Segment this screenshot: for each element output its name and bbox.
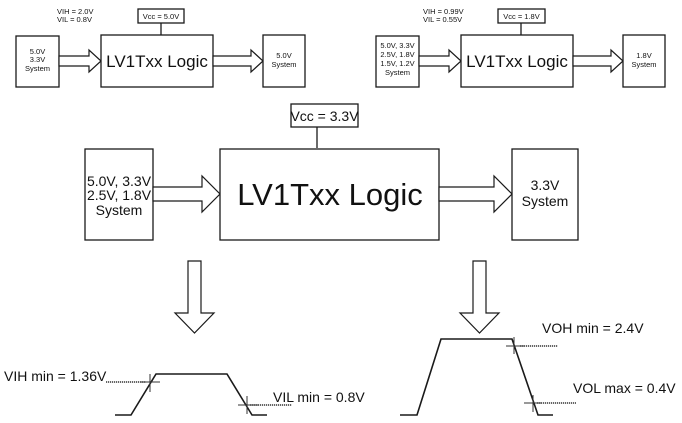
output-waveform-trace	[400, 338, 553, 416]
vol-max-label: VOL max = 0.4V	[573, 380, 676, 396]
main-vcc-label: Vcc = 3.3V	[290, 108, 359, 124]
main-output-line-2: System	[522, 193, 569, 209]
top-right-vcc-label: Vcc = 1.8V	[503, 12, 539, 21]
top-left-vcc-label: Vcc = 5.0V	[143, 12, 179, 21]
top-left-logic-label: LV1Txx Logic	[106, 52, 208, 71]
main-input-line-1: 5.0V, 3.3V	[87, 173, 152, 189]
top-right-input-arrow	[418, 48, 462, 74]
main-vcc-box	[290, 103, 359, 128]
input-waveform-trace	[115, 373, 267, 416]
top-left-input-line-3: System	[25, 64, 50, 73]
top-left-output-line-1: 5.0V	[276, 51, 291, 60]
top-right-input-line-4: System	[385, 68, 410, 77]
voh-min-label: VOH min = 2.4V	[542, 320, 644, 336]
top-right-output-arrow	[572, 48, 624, 74]
top-left-output-system-box	[262, 34, 306, 88]
top-left-diagram: VIH = 2.0V VIL = 0.8V Vcc = 5.0V 5.0V 3.…	[15, 7, 306, 88]
top-left-input-line-1: 5.0V	[30, 47, 45, 56]
top-left-input-line-2: 3.3V	[30, 55, 45, 64]
output-waveform: VOH min = 2.4V VOL max = 0.4V	[400, 320, 676, 416]
main-input-line-2: 2.5V, 1.8V	[87, 187, 152, 203]
main-output-line-1: 3.3V	[531, 177, 560, 193]
main-input-system-box	[84, 148, 154, 241]
top-left-vil: VIL = 0.8V	[57, 15, 92, 24]
top-right-output-line-1: 1.8V	[636, 51, 651, 60]
output-down-arrow	[458, 260, 501, 334]
top-right-logic-label: LV1Txx Logic	[466, 52, 568, 71]
top-right-input-line-3: 1.5V, 1.2V	[380, 59, 414, 68]
top-left-input-arrow	[58, 48, 102, 74]
main-input-arrow	[152, 174, 221, 214]
top-right-vil: VIL = 0.55V	[423, 15, 462, 24]
top-right-vih: VIH = 0.99V	[423, 7, 464, 16]
main-input-line-3: System	[96, 202, 143, 218]
main-logic-label: LV1Txx Logic	[237, 177, 423, 212]
top-right-output-line-2: System	[631, 60, 656, 69]
top-left-output-line-2: System	[271, 60, 296, 69]
input-down-arrow	[173, 260, 216, 334]
main-output-arrow	[438, 174, 513, 214]
vil-min-label: VIL min = 0.8V	[273, 389, 365, 405]
top-right-diagram: VIH = 0.99V VIL = 0.55V Vcc = 1.8V 5.0V,…	[375, 7, 666, 88]
top-right-input-line-2: 2.5V, 1.8V	[380, 50, 414, 59]
top-right-input-system-box	[375, 35, 420, 88]
main-diagram: Vcc = 3.3V 5.0V, 3.3V 2.5V, 1.8V System …	[84, 103, 579, 241]
top-right-logic-box	[460, 34, 574, 88]
top-left-vih: VIH = 2.0V	[57, 7, 93, 16]
top-left-output-arrow	[212, 48, 264, 74]
top-left-input-system-box	[15, 35, 60, 88]
main-output-system-box	[511, 148, 579, 241]
main-logic-box	[219, 148, 440, 241]
input-waveform: VIH min = 1.36V VIL min = 0.8V	[4, 368, 365, 416]
top-right-input-line-1: 5.0V, 3.3V	[380, 41, 414, 50]
vih-min-label: VIH min = 1.36V	[4, 368, 107, 384]
top-right-output-system-box	[622, 34, 666, 88]
